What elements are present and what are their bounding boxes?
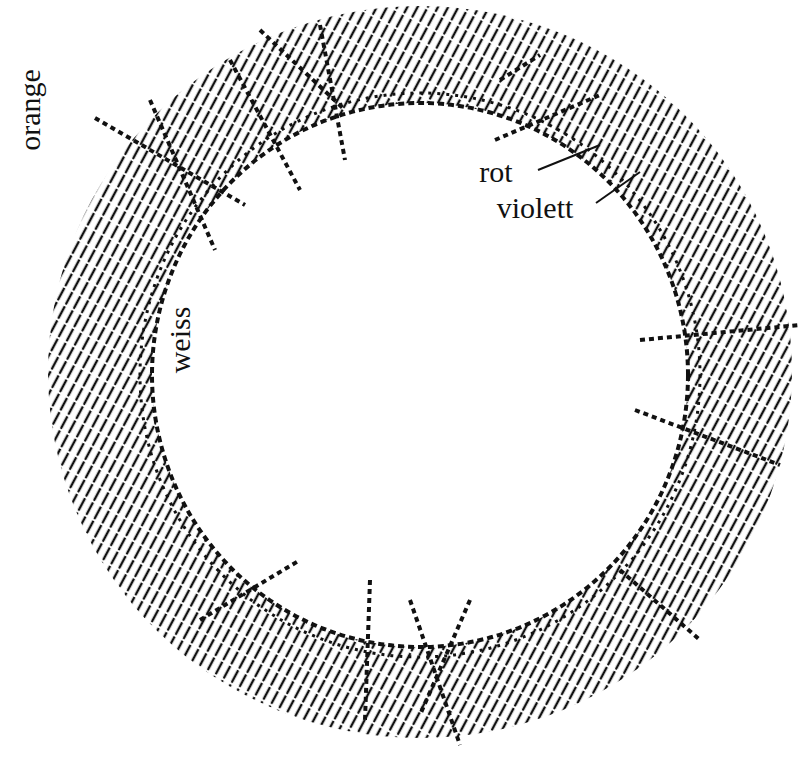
inner-dashed-border	[152, 103, 688, 647]
region-label: violett	[494, 192, 577, 224]
crossing-stitches	[95, 25, 800, 745]
region-label: orange	[14, 66, 46, 154]
region-label: weiss	[164, 304, 196, 377]
dark-violet-band	[140, 93, 700, 657]
region-label: rot	[476, 156, 515, 188]
